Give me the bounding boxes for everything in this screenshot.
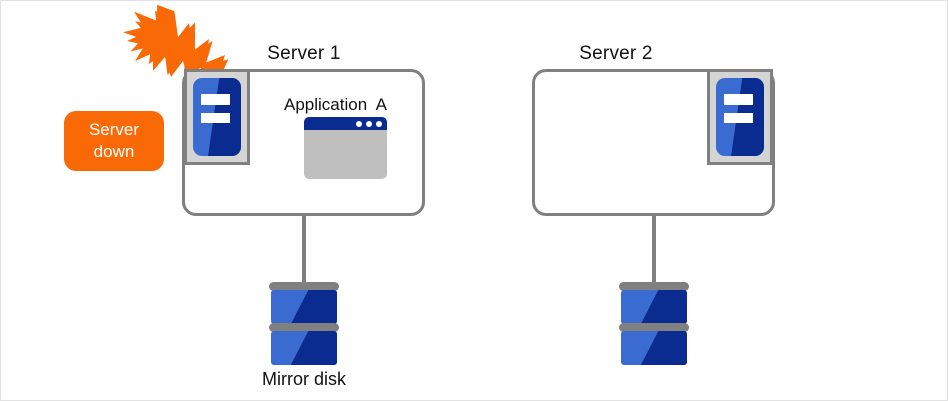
machine-icon-bar-2 (723, 113, 754, 124)
server-down-badge-line1: Server (88, 120, 140, 139)
server-2-disk-connector (652, 213, 656, 285)
disk-bar-top (619, 282, 689, 291)
mirror-disk-label: Mirror disk (262, 369, 346, 389)
server-2-machine-icon (707, 69, 773, 165)
disk-block-2 (271, 331, 337, 365)
disk-block-1 (621, 290, 687, 324)
application-window-dot-2 (366, 120, 372, 127)
application-a-label: Application A (284, 95, 388, 114)
application-window-dot-1 (356, 120, 362, 127)
server-down-badge: Server down (64, 111, 164, 171)
machine-icon-bar-2 (200, 113, 231, 124)
disk-bar-middle (619, 323, 689, 332)
server-down-badge-line2: down (93, 142, 135, 161)
machine-icon-bar-1 (200, 94, 231, 105)
machine-icon-bar-1 (723, 94, 754, 105)
application-window-dot-3 (376, 120, 382, 127)
disk-block-2 (621, 331, 687, 365)
server-1-disk-icon (269, 282, 339, 368)
server-1-machine-icon (184, 69, 250, 165)
application-window-icon (304, 117, 387, 179)
disk-bar-middle (269, 323, 339, 332)
server-2-disk-icon (619, 282, 689, 368)
application-window-titlebar (304, 117, 387, 130)
disk-block-1 (271, 290, 337, 324)
server-1-title: Server 1 (267, 43, 341, 64)
disk-bar-top (269, 282, 339, 291)
server-2-title: Server 2 (579, 43, 653, 64)
server-1-disk-connector (302, 213, 306, 285)
